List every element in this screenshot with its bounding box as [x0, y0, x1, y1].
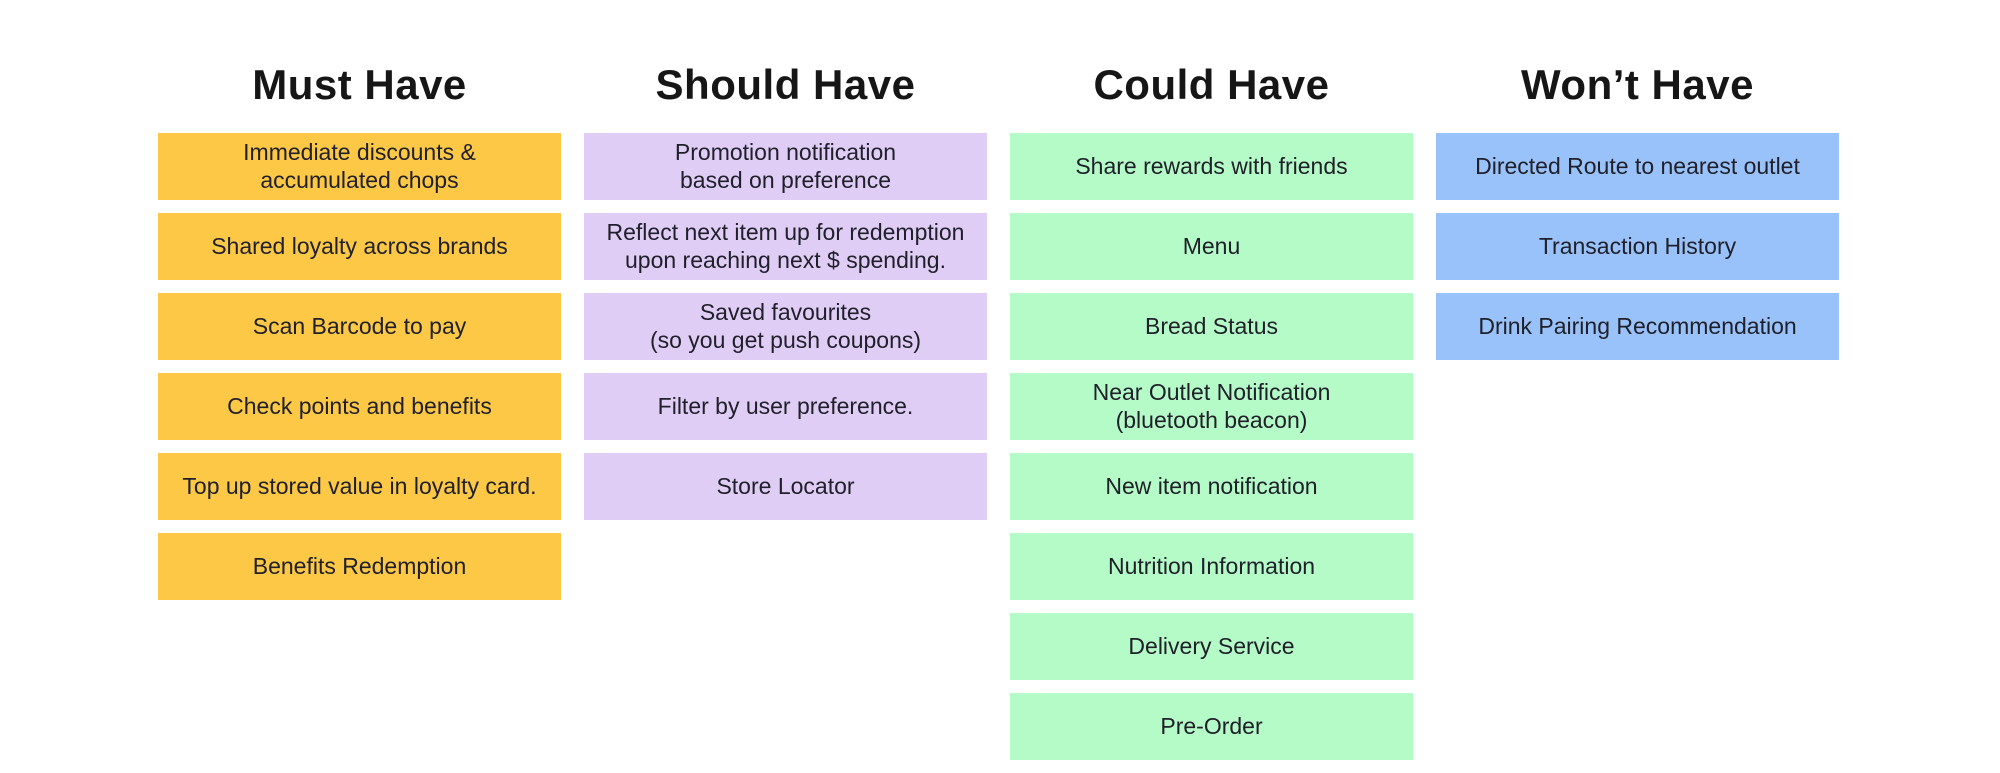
priority-card: Immediate discounts & accumulated chops — [158, 132, 561, 200]
priority-card: Saved favourites (so you get push coupon… — [584, 292, 987, 360]
column-wont-have: Won’t Have Directed Route to nearest out… — [1436, 55, 1839, 773]
priority-card: Top up stored value in loyalty card. — [158, 452, 561, 520]
priority-card: Near Outlet Notification (bluetooth beac… — [1010, 372, 1413, 440]
column-must-have: Must Have Immediate discounts & accumula… — [158, 55, 561, 773]
column-could-have: Could Have Share rewards with friends Me… — [1010, 55, 1413, 773]
priority-card: Delivery Service — [1010, 612, 1413, 680]
priority-card: Share rewards with friends — [1010, 132, 1413, 200]
column-title-should-have: Should Have — [655, 61, 916, 108]
priority-card: Benefits Redemption — [158, 532, 561, 600]
priority-card: Pre-Order — [1010, 692, 1413, 760]
column-title-wont-have: Won’t Have — [1521, 61, 1754, 108]
priority-card: Directed Route to nearest outlet — [1436, 132, 1839, 200]
priority-card: Bread Status — [1010, 292, 1413, 360]
column-title-must-have: Must Have — [252, 61, 467, 108]
priority-card: Filter by user preference. — [584, 372, 987, 440]
priority-card: Drink Pairing Recommendation — [1436, 292, 1839, 360]
priority-card: Shared loyalty across brands — [158, 212, 561, 280]
column-title-could-have: Could Have — [1093, 61, 1330, 108]
priority-card: Store Locator — [584, 452, 987, 520]
priority-card: Check points and benefits — [158, 372, 561, 440]
column-should-have: Should Have Promotion notification based… — [584, 55, 987, 773]
priority-card: Scan Barcode to pay — [158, 292, 561, 360]
priority-card: Menu — [1010, 212, 1413, 280]
priority-card: Transaction History — [1436, 212, 1839, 280]
priority-card: Promotion notification based on preferen… — [584, 132, 987, 200]
priority-card: Reflect next item up for redemption upon… — [584, 212, 987, 280]
priority-card: New item notification — [1010, 452, 1413, 520]
priority-card: Nutrition Information — [1010, 532, 1413, 600]
